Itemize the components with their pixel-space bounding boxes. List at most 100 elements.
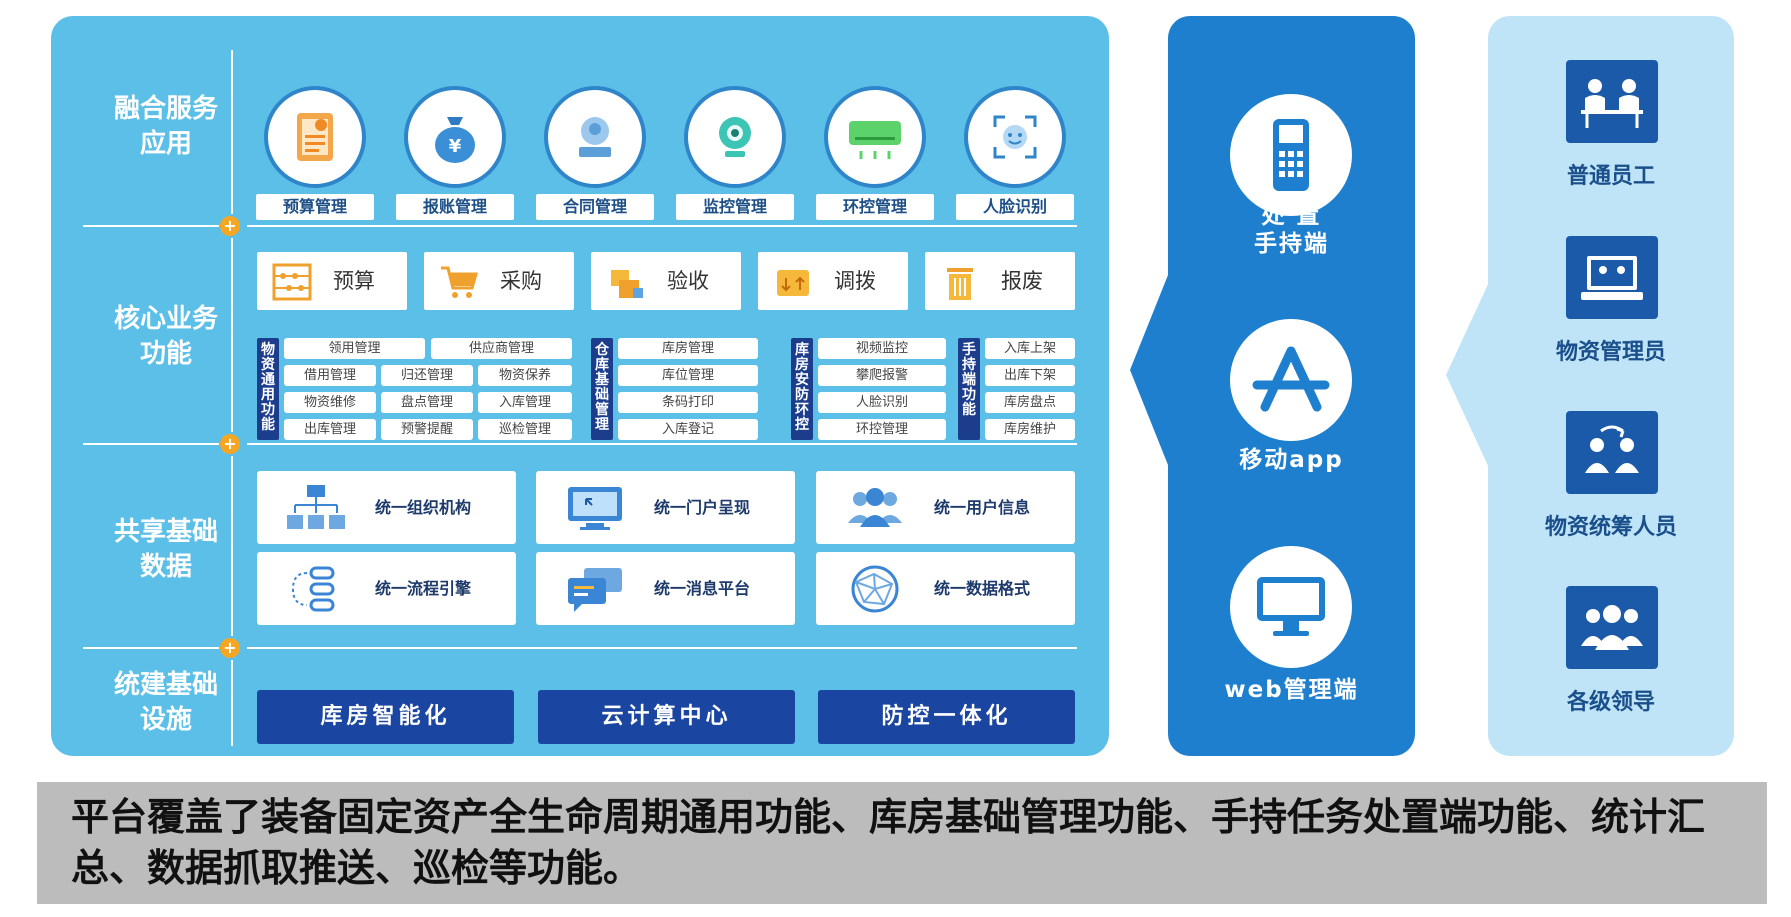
func-item[interactable]: 条码打印 bbox=[618, 392, 758, 413]
budget-document-icon bbox=[264, 86, 366, 188]
func-item[interactable]: 视频监控 bbox=[818, 338, 946, 359]
workflow-icon bbox=[285, 564, 347, 614]
func-item[interactable]: 人脸识别 bbox=[818, 392, 946, 413]
divider bbox=[231, 238, 233, 432]
user-label-admin: 物资管理员 bbox=[1555, 340, 1666, 365]
app-store-icon[interactable] bbox=[1230, 319, 1352, 441]
app-label: 人脸识别 bbox=[956, 194, 1074, 220]
abacus-icon bbox=[271, 262, 313, 302]
func-item[interactable]: 供应商管理 bbox=[431, 338, 572, 359]
shared-message[interactable]: 统一消息平台 bbox=[536, 552, 795, 625]
user-label-coordinator: 物资统筹人员 bbox=[1544, 515, 1677, 540]
terminal-label-mobile: 移动app bbox=[1239, 447, 1344, 473]
app-label: 合同管理 bbox=[536, 194, 654, 220]
surveillance-camera-icon bbox=[684, 86, 786, 188]
func-item[interactable]: 库位管理 bbox=[618, 365, 758, 386]
arrow-left-icon bbox=[1446, 280, 1490, 470]
face-recognition-icon bbox=[964, 86, 1066, 188]
core-label: 报废 bbox=[1001, 269, 1043, 293]
shared-workflow[interactable]: 统一流程引擎 bbox=[257, 552, 516, 625]
func-item[interactable]: 归还管理 bbox=[381, 365, 473, 386]
divider bbox=[83, 647, 219, 649]
app-reimbursement[interactable]: ¥ 报账管理 bbox=[396, 86, 514, 221]
user-label-employee: 普通员工 bbox=[1566, 164, 1655, 189]
shared-org[interactable]: 统一组织机构 bbox=[257, 471, 516, 544]
group-label-handheld: 手持端功能 bbox=[958, 338, 980, 440]
plus-icon: + bbox=[220, 216, 240, 236]
caption-box: 平台覆盖了装备固定资产全生命周期通用功能、库房基础管理功能、手持任务处置端功能、… bbox=[37, 782, 1767, 904]
func-item[interactable]: 巡检管理 bbox=[478, 419, 572, 440]
coordination-icon[interactable] bbox=[1566, 411, 1658, 494]
func-item[interactable]: 借用管理 bbox=[284, 365, 376, 386]
terminal-label-web: web管理端 bbox=[1224, 677, 1359, 703]
app-contract[interactable]: 合同管理 bbox=[536, 86, 654, 221]
core-scrap[interactable]: 报废 bbox=[925, 252, 1075, 310]
desktop-icon[interactable] bbox=[1230, 546, 1352, 668]
core-acceptance[interactable]: 验收 bbox=[591, 252, 741, 310]
shared-portal[interactable]: 统一门户呈现 bbox=[536, 471, 795, 544]
users-icon bbox=[844, 483, 906, 533]
func-item[interactable]: 预警提醒 bbox=[381, 419, 473, 440]
terminal-panel: 处 置 手持端 移动app web管理端 bbox=[1168, 16, 1415, 756]
main-panel: 融合服务 应用 核心业务 功能 共享基础 数据 统建基础 设施 + + + 预算… bbox=[51, 16, 1109, 756]
app-face-recognition[interactable]: 人脸识别 bbox=[956, 86, 1074, 221]
layer-title-core: 核心业务 功能 bbox=[113, 304, 218, 369]
func-item[interactable]: 库房管理 bbox=[618, 338, 758, 359]
leaders-group-icon[interactable] bbox=[1566, 586, 1658, 669]
money-bag-icon: ¥ bbox=[404, 86, 506, 188]
func-item[interactable]: 出库管理 bbox=[284, 419, 376, 440]
shared-label: 统一数据格式 bbox=[934, 579, 1031, 598]
infra-cloud-computing[interactable]: 云计算中心 bbox=[538, 690, 795, 744]
org-chart-icon bbox=[285, 483, 347, 533]
func-item[interactable]: 领用管理 bbox=[284, 338, 425, 359]
func-item[interactable]: 出库下架 bbox=[985, 365, 1075, 386]
func-item[interactable]: 入库上架 bbox=[985, 338, 1075, 359]
func-item[interactable]: 入库登记 bbox=[618, 419, 758, 440]
infra-integrated-control[interactable]: 防控一体化 bbox=[818, 690, 1075, 744]
core-label: 验收 bbox=[667, 269, 709, 293]
func-item[interactable]: 库房盘点 bbox=[985, 392, 1075, 413]
core-transfer[interactable]: 调拨 bbox=[758, 252, 908, 310]
arrow-left-icon bbox=[1130, 270, 1170, 470]
shopping-cart-icon bbox=[438, 262, 480, 302]
terminal-label-handheld: 处 置 手持端 bbox=[1254, 203, 1329, 257]
boxes-icon bbox=[605, 262, 647, 302]
func-item[interactable]: 攀爬报警 bbox=[818, 365, 946, 386]
func-item[interactable]: 环控管理 bbox=[818, 419, 946, 440]
shared-data-format[interactable]: 统一数据格式 bbox=[816, 552, 1075, 625]
app-budget[interactable]: 预算管理 bbox=[256, 86, 374, 221]
core-purchase[interactable]: 采购 bbox=[424, 252, 574, 310]
divider bbox=[83, 443, 219, 445]
user-panel: 普通员工 物资管理员 物资统筹人员 各级领导 bbox=[1488, 16, 1734, 756]
func-item[interactable]: 库房维护 bbox=[985, 419, 1075, 440]
app-label: 监控管理 bbox=[676, 194, 794, 220]
func-item[interactable]: 入库管理 bbox=[478, 392, 572, 413]
divider bbox=[231, 456, 233, 636]
core-budget[interactable]: 预算 bbox=[257, 252, 407, 310]
infra-warehouse-intelligence[interactable]: 库房智能化 bbox=[257, 690, 514, 744]
func-item[interactable]: 物资维修 bbox=[284, 392, 376, 413]
shared-label: 统一门户呈现 bbox=[654, 498, 751, 517]
core-label: 采购 bbox=[500, 269, 542, 293]
employee-desk-icon[interactable] bbox=[1566, 60, 1658, 143]
core-label: 预算 bbox=[333, 269, 375, 293]
func-item[interactable]: 盘点管理 bbox=[381, 392, 473, 413]
handheld-device-icon[interactable] bbox=[1230, 94, 1352, 216]
trash-bin-icon bbox=[939, 262, 981, 302]
shared-user[interactable]: 统一用户信息 bbox=[816, 471, 1075, 544]
package-transfer-icon bbox=[772, 262, 814, 302]
laptop-admin-icon[interactable] bbox=[1566, 236, 1658, 319]
divider bbox=[247, 225, 1077, 227]
divider bbox=[247, 443, 1077, 445]
app-env-control[interactable]: 环控管理 bbox=[816, 86, 934, 221]
app-monitoring[interactable]: 监控管理 bbox=[676, 86, 794, 221]
core-label: 调拨 bbox=[834, 269, 876, 293]
divider bbox=[231, 50, 233, 214]
shared-label: 统一组织机构 bbox=[375, 498, 472, 517]
caption-text: 平台覆盖了装备固定资产全生命周期通用功能、库房基础管理功能、手持任务处置端功能、… bbox=[71, 795, 1706, 890]
func-item[interactable]: 物资保养 bbox=[478, 365, 572, 386]
app-label: 环控管理 bbox=[816, 194, 934, 220]
shared-label: 统一消息平台 bbox=[654, 579, 751, 598]
layer-title-fusion: 融合服务 应用 bbox=[113, 94, 218, 159]
svg-text:¥: ¥ bbox=[449, 136, 462, 157]
